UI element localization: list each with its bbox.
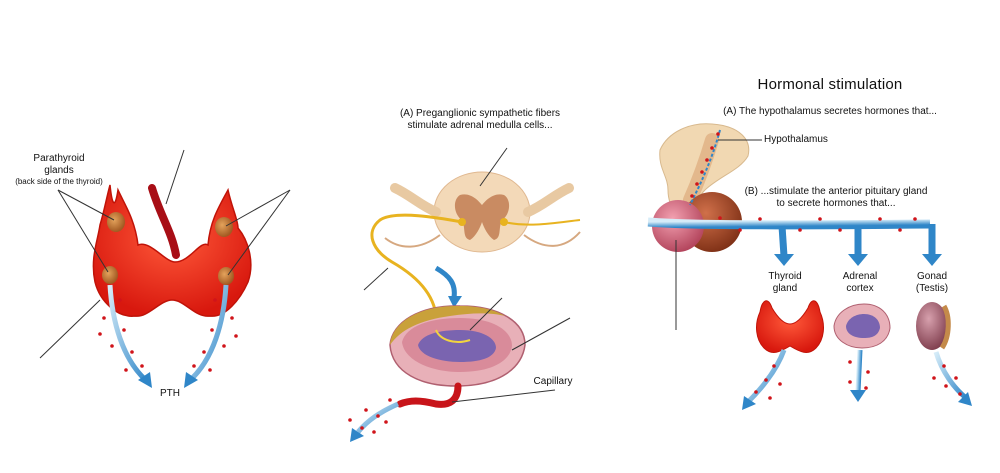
target-thyroid-gland	[756, 300, 824, 353]
pointer-line-capillary	[451, 389, 556, 403]
target-label-thyroid: Thyroid gland	[757, 271, 813, 294]
spinal-nerve-left	[384, 234, 441, 248]
distribution-arrow	[647, 217, 931, 230]
thyroid-gland	[92, 184, 252, 317]
parathyroid-gland	[215, 217, 233, 237]
medulla-nerve	[435, 329, 471, 343]
target-label-line1: Thyroid	[768, 271, 802, 282]
gonad-epididymis	[939, 304, 951, 350]
capillary-label: Capillary	[533, 376, 573, 387]
target-label-adrenal: Adrenal cortex	[832, 271, 888, 294]
pituitary-caption: (B) ...stimulate the anterior pituitary …	[716, 186, 956, 209]
hypothalamus-caption: (A) The hypothalamus secretes hormones t…	[723, 106, 937, 117]
pointer-line	[225, 189, 291, 227]
arrowhead	[850, 390, 866, 402]
parathyroid-gland	[107, 212, 125, 232]
arrowhead	[848, 254, 868, 266]
arrowhead	[184, 372, 198, 388]
pituitary-caption-line1: (B) ...stimulate the anterior pituitary …	[744, 186, 928, 197]
adrenal-medulla	[418, 330, 496, 362]
parathyroid-note: (back side of the thyroid)	[15, 177, 103, 186]
arrowhead	[138, 372, 152, 388]
panel-title: Hormonal stimulation	[757, 76, 903, 93]
pituitary-caption-line2: to secrete hormones that...	[776, 197, 896, 209]
nerve-root-right	[523, 183, 574, 217]
arrowhead	[774, 254, 794, 266]
adrenal-fat-cap	[390, 305, 505, 345]
pointer-line	[39, 299, 101, 359]
target-label-line1: Adrenal	[842, 271, 878, 282]
thyroid-outflow-arrow	[746, 349, 787, 404]
hormone-dots	[98, 298, 238, 372]
blood-vessel	[148, 184, 180, 259]
capillary-vessel	[396, 382, 462, 408]
arrowhead	[350, 428, 364, 442]
pointer-line-cortex	[511, 317, 571, 351]
target-label-line2: (Testis)	[915, 282, 949, 294]
pointer-line	[57, 189, 109, 273]
target-label-line2: cortex	[846, 282, 874, 294]
hormonal-stimulation-panel	[647, 123, 972, 410]
hormone-dots	[348, 398, 392, 434]
pointer-line-fiber	[363, 267, 389, 291]
adrenal-caption: (A) Preganglionic sympathetic fibers sti…	[360, 108, 600, 131]
target-label-gonad: Gonad (Testis)	[904, 271, 960, 294]
spinal-nerve-right	[523, 231, 581, 247]
pth-arrow-right	[186, 284, 229, 384]
target-label-line1: Gonad	[916, 271, 948, 282]
nerve-fiber-right	[503, 219, 581, 226]
hypothalamus-label: Hypothalamus	[764, 134, 828, 145]
preganglionic-fiber	[370, 213, 463, 331]
arrowhead	[958, 392, 972, 406]
hormone-dots	[718, 216, 917, 232]
pth-arrow-left	[107, 284, 150, 384]
target-label-line2: gland	[772, 282, 798, 294]
parathyroid-label-line1: Parathyroid	[33, 153, 85, 164]
branch-arrow-thyroid	[778, 225, 788, 257]
pointer-line-vessel	[165, 149, 185, 205]
gray-matter	[454, 194, 510, 240]
pointer-line	[227, 189, 291, 276]
thyroid-panel	[39, 149, 291, 388]
pointer-line-cord	[479, 147, 508, 187]
arrowhead	[448, 296, 462, 308]
target-gonad	[916, 302, 948, 350]
adrenal-medulla-panel	[348, 147, 581, 442]
target-adrenal-medulla	[846, 314, 880, 338]
adrenal-caption-line1: (A) Preganglionic sympathetic fibers	[399, 108, 561, 119]
epinephrine-arrow	[356, 401, 400, 434]
hormone-dots	[690, 132, 720, 198]
parathyroid-label-line2: glands	[44, 164, 74, 176]
nerve-root-left	[390, 183, 441, 217]
arrowhead	[742, 396, 756, 410]
adrenal-outflow-arrow	[855, 349, 863, 393]
parathyroid-label: Parathyroid glands	[14, 153, 104, 176]
pth-label: PTH	[160, 388, 180, 399]
parathyroid-gland	[102, 266, 118, 284]
pointer-line-medulla	[469, 297, 503, 331]
gonad-outflow-arrow	[933, 351, 968, 400]
adrenal-caption-line2: stimulate adrenal medulla cells...	[407, 119, 553, 131]
arrowhead	[922, 254, 942, 266]
pointer-line	[57, 189, 115, 221]
hormone-dots	[754, 360, 962, 400]
stimulation-arrow	[434, 265, 457, 299]
